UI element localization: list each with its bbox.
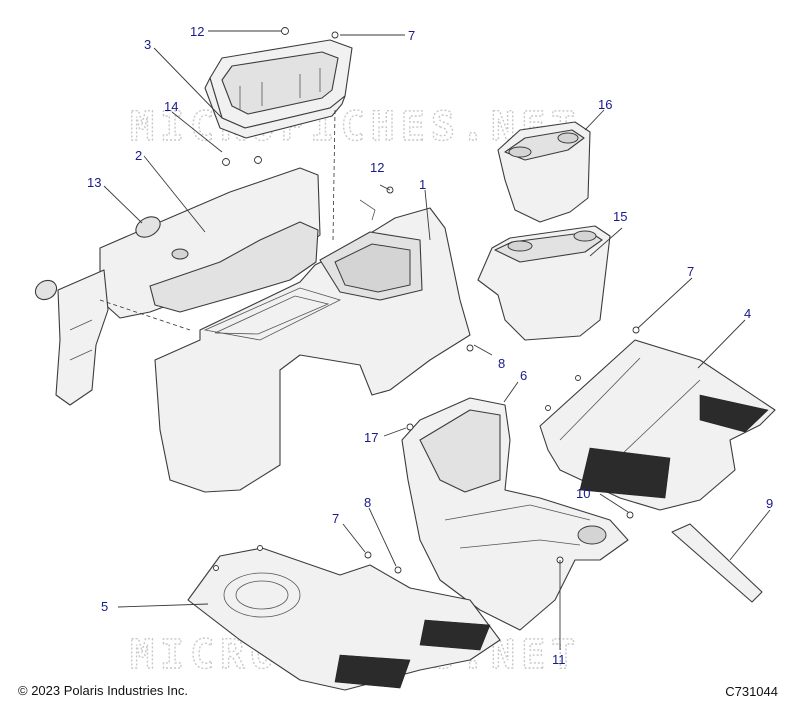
callout-12-middle: 12 [370, 160, 384, 175]
callout-14: 14 [164, 99, 178, 114]
callout-9: 9 [766, 496, 773, 511]
part-center-console [154, 199, 471, 493]
alignment-line-bin [332, 109, 336, 241]
drawing-number: C731044 [725, 684, 778, 699]
callout-7-top: 7 [408, 28, 415, 43]
callout-3: 3 [144, 37, 151, 52]
part-floor-panel-right [539, 339, 776, 511]
part-side-panel [401, 397, 629, 631]
callout-6: 6 [520, 368, 527, 383]
part-cup-holder-16 [497, 121, 591, 223]
callout-4: 4 [744, 306, 751, 321]
alignment-line-panel [99, 299, 191, 331]
callout-5: 5 [101, 599, 108, 614]
callout-11: 11 [552, 652, 566, 667]
part-console-insert-15 [477, 225, 611, 341]
callout-13: 13 [87, 175, 101, 190]
copyright-notice: © 2023 Polaris Industries Inc. [18, 683, 188, 698]
fastener-markers [213, 27, 640, 574]
callout-8-bottom: 8 [364, 495, 371, 510]
part-storage-bin [204, 39, 353, 139]
callout-7-bottom: 7 [332, 511, 339, 526]
callout-15: 15 [613, 209, 627, 224]
callout-2: 2 [135, 148, 142, 163]
callout-10: 10 [576, 486, 590, 501]
leader-lines [103, 30, 771, 650]
callout-7-right: 7 [687, 264, 694, 279]
callout-17: 17 [364, 430, 378, 445]
part-dash-panel [55, 167, 321, 406]
callout-16: 16 [598, 97, 612, 112]
part-round-caps [34, 216, 161, 301]
callout-labels: 1 2 3 4 5 6 7 7 7 8 8 9 10 11 12 12 13 1… [87, 24, 773, 667]
callout-8-middle: 8 [498, 356, 505, 371]
callout-12-top: 12 [190, 24, 204, 39]
part-floor-panel-left [187, 547, 501, 691]
part-trim-strip [671, 523, 763, 603]
watermark-top: MICROFICHES.NET [130, 104, 581, 150]
callout-1: 1 [419, 177, 426, 192]
